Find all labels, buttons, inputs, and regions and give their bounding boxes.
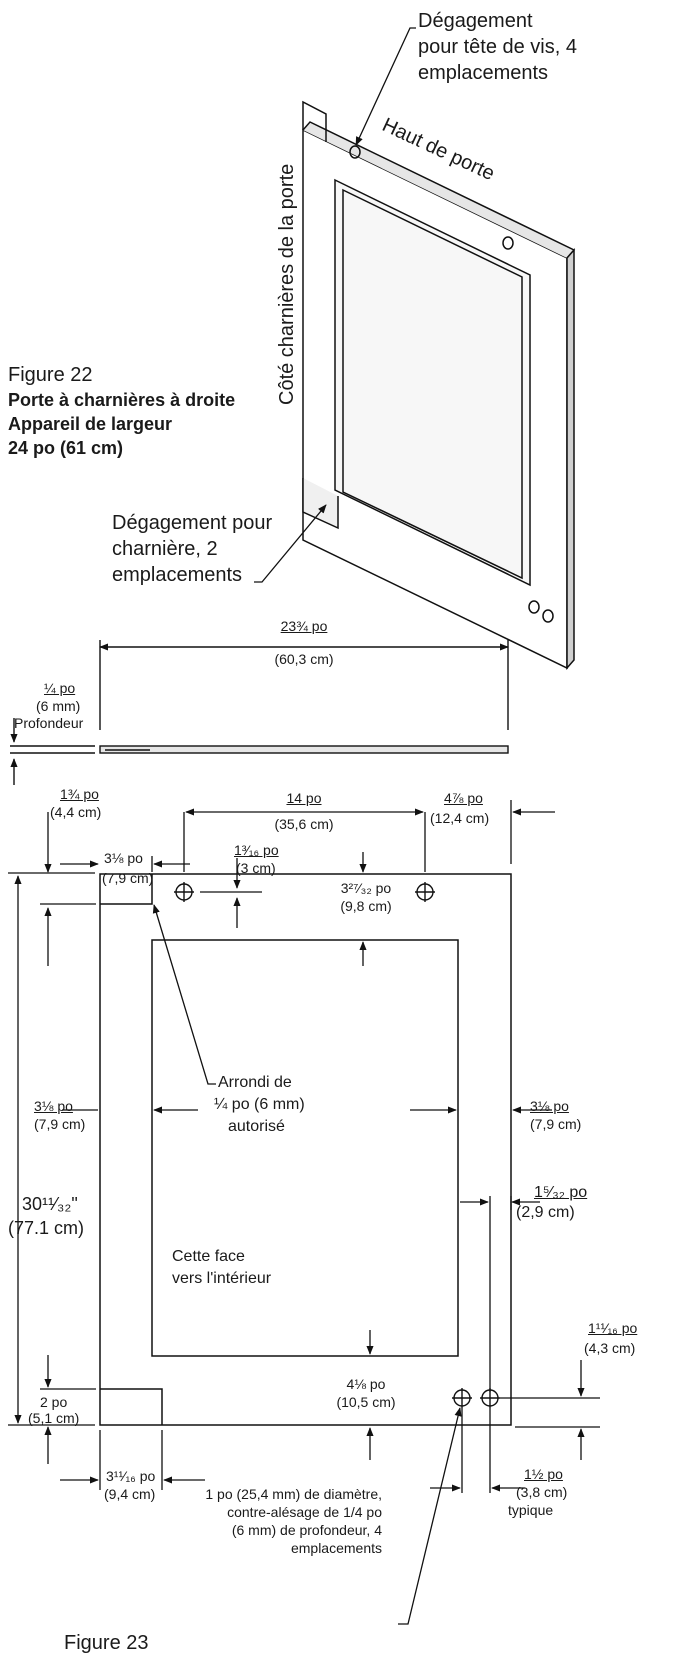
front-view-door — [99, 873, 512, 1426]
typical-label: typique — [508, 1502, 554, 1518]
dim-5-in: 1³⁄₁₆ po — [234, 842, 279, 858]
dim-7-in: 1⁵⁄₃₂ po — [534, 1184, 588, 1201]
face-note-line2: vers l'intérieur — [172, 1270, 272, 1287]
height-dimension-in: 30¹¹⁄₃₂" — [22, 1194, 78, 1214]
hole-note-line3: (6 mm) de profondeur, 4 — [231, 1522, 382, 1538]
dim-3-in: 4⅞ po — [444, 790, 483, 806]
front-view-holes — [174, 882, 500, 1408]
dim-11-cm: (9,4 cm) — [104, 1486, 156, 1502]
hinge-side-label: Côté charnières de la porte — [276, 163, 298, 405]
dim-12-cm: (3,8 cm) — [516, 1484, 568, 1500]
hole-note-line4: emplacements — [290, 1540, 382, 1556]
depth-label: Profondeur — [14, 715, 84, 731]
screw-hole — [542, 609, 554, 623]
figure23-label: Figure 23 — [64, 1632, 149, 1654]
dim-10-in: 4⅛ po — [346, 1376, 386, 1392]
dim-8-in: 1¹¹⁄₁₆ po — [588, 1320, 638, 1336]
figure22-title-line3: 24 po (61 cm) — [8, 438, 124, 458]
figure22-title-line2: Appareil de largeur — [8, 414, 173, 434]
radius-note-line3: autorisé — [228, 1118, 285, 1135]
dim-14-in: 14 po — [286, 790, 322, 806]
edge-view — [10, 640, 509, 785]
hole-note-line2: contre-alésage de 1/4 po — [227, 1504, 382, 1520]
screw-hole — [528, 600, 540, 614]
left-margin-in: 3⅛ po — [34, 1098, 73, 1114]
dim-5-cm: (3 cm) — [236, 860, 276, 876]
screw-clearance-label-line1: Dégagement — [418, 10, 533, 32]
isometric-door — [302, 100, 576, 670]
dim-7-cm: (2,9 cm) — [516, 1204, 575, 1221]
hinge-clearance-label-line3: emplacements — [112, 564, 243, 586]
dim-8-cm: (4,3 cm) — [584, 1340, 636, 1356]
face-note-line1: Cette face — [172, 1248, 245, 1265]
dim-6-cm: (9,8 cm) — [340, 898, 392, 914]
width-dimension-cm: (60,3 cm) — [274, 651, 334, 667]
depth-dimension-in: ¼ po — [44, 680, 76, 696]
dim-1-in: 1¾ po — [60, 786, 99, 802]
dim-11-in: 3¹¹⁄₁₆ po — [106, 1468, 156, 1484]
dim-9-cm: (5,1 cm) — [28, 1410, 80, 1426]
hole-note-line1: 1 po (25,4 mm) de diamètre, — [205, 1486, 382, 1502]
screw-clearance-label-line3: emplacements — [418, 62, 549, 84]
right-margin-cm: (7,9 cm) — [530, 1116, 582, 1132]
figure22-label: Figure 22 — [8, 364, 93, 386]
left-margin-cm: (7,9 cm) — [34, 1116, 86, 1132]
figure22-title-line1: Porte à charnières à droite — [8, 390, 236, 410]
iso-leaders — [254, 27, 416, 583]
dim-14-cm: (35,6 cm) — [274, 816, 334, 832]
front-view-dimensions — [8, 800, 600, 1625]
hinge-clearance-label-line1: Dégagement pour — [112, 512, 273, 534]
screw-clearance-label-line2: pour tête de vis, 4 — [418, 36, 577, 58]
radius-note-line2: ¼ po (6 mm) — [214, 1096, 305, 1113]
hinge-clearance-label-line2: charnière, 2 — [112, 538, 218, 560]
depth-dimension-mm: (6 mm) — [36, 698, 81, 714]
radius-note-line1: Arrondi de — [218, 1074, 292, 1091]
right-margin-in: 3⅛ po — [530, 1098, 569, 1114]
screw-hole — [502, 236, 514, 250]
screw-hole — [349, 145, 361, 159]
dim-4-in: 3⅛ po — [104, 850, 143, 866]
dim-6-in: 3²⁷⁄₃₂ po — [340, 880, 392, 896]
height-dimension-cm: (77.1 cm) — [8, 1218, 85, 1238]
dim-9-in: 2 po — [40, 1394, 68, 1410]
dim-10-cm: (10,5 cm) — [336, 1394, 396, 1410]
width-dimension-in: 23¾ po — [280, 618, 328, 634]
dim-1-cm: (4,4 cm) — [50, 804, 102, 820]
dim-4-cm: (7,9 cm) — [102, 870, 154, 886]
dim-3-cm: (12,4 cm) — [430, 810, 490, 826]
dim-12-in: 1½ po — [524, 1466, 563, 1482]
